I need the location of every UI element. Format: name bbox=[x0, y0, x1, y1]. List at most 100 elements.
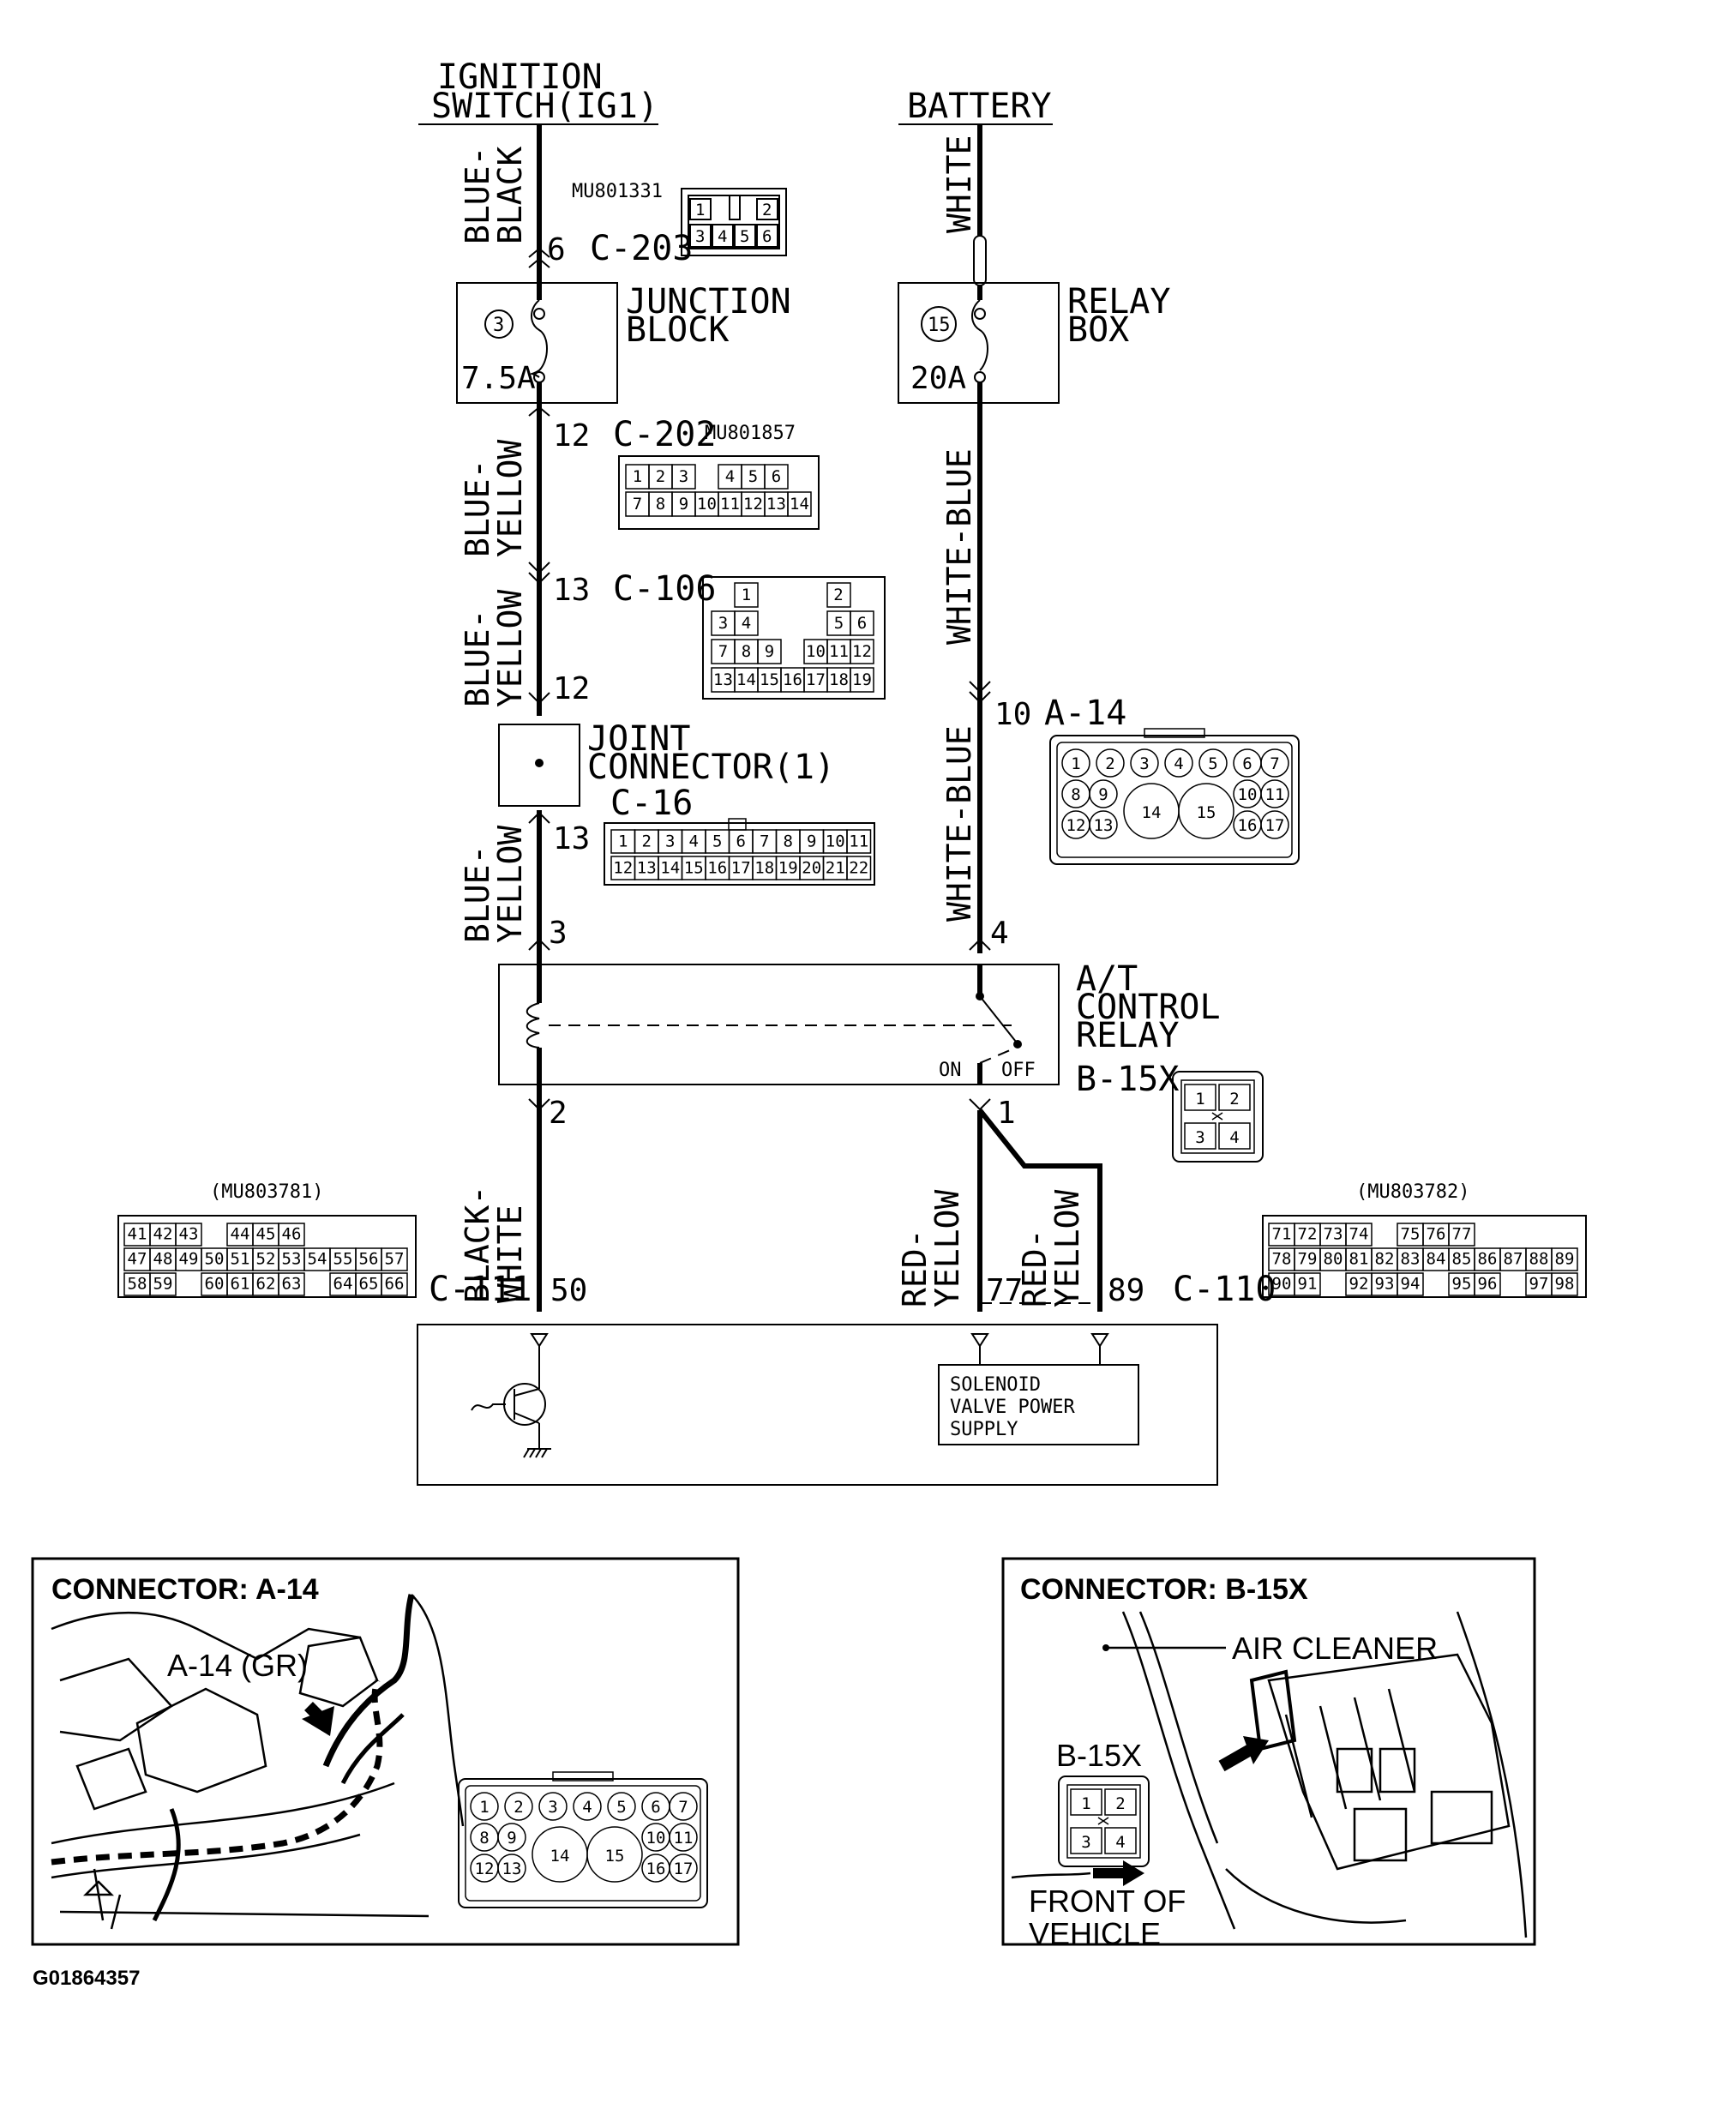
svg-text:YELLOW: YELLOW bbox=[928, 1190, 966, 1307]
connector-cell-label: 8 bbox=[784, 832, 793, 850]
connector-cell-label: 3 bbox=[1195, 1128, 1204, 1147]
svg-text:YELLOW: YELLOW bbox=[1048, 1190, 1086, 1307]
connector-cell-label: 6 bbox=[1242, 754, 1252, 773]
connector-cell-label: 94 bbox=[1401, 1275, 1421, 1294]
connector-cell-label: 12 bbox=[852, 642, 872, 661]
transistor-symbol bbox=[503, 1383, 546, 1426]
connector-cell-label: 13 bbox=[766, 495, 786, 514]
connector-cell-label: 4 bbox=[1115, 1833, 1125, 1852]
relay-on-label: ON bbox=[939, 1060, 962, 1081]
pin-2: 2 bbox=[549, 1096, 568, 1131]
relay-box-label-1: RELAY bbox=[1067, 282, 1170, 321]
connector-cell-label: 45 bbox=[256, 1225, 276, 1244]
c106-chevron bbox=[528, 562, 550, 585]
junction-fuse bbox=[531, 299, 548, 378]
svg-text:WHITE-BLUE: WHITE-BLUE bbox=[940, 448, 978, 645]
connector-cell-label: 47 bbox=[128, 1250, 147, 1269]
relay-fuse-number-circle bbox=[921, 306, 957, 342]
a14-id: A-14 bbox=[1044, 694, 1126, 733]
connector-cell-label: 13 bbox=[637, 858, 657, 877]
svg-text:3: 3 bbox=[695, 227, 705, 246]
connector-cell-label: 11 bbox=[1265, 785, 1285, 804]
svg-text:YELLOW: YELLOW bbox=[491, 440, 529, 557]
connector-cell-label: 64 bbox=[333, 1275, 353, 1294]
connector-cell-label: 92 bbox=[1349, 1275, 1369, 1294]
connector-cell-label: 3 bbox=[718, 614, 728, 633]
connector-cell-label: 6 bbox=[772, 467, 781, 486]
connector-cell-label: 5 bbox=[1208, 754, 1217, 773]
connector-cell-label: 21 bbox=[826, 858, 845, 877]
junction-block: 3 7.5A JUNCTION BLOCK bbox=[456, 273, 791, 404]
connector-cell-label: 44 bbox=[231, 1225, 250, 1244]
connector-cell-label: 1 bbox=[479, 1798, 489, 1817]
c110-id: C-110 bbox=[1173, 1270, 1276, 1309]
relay-off-contact bbox=[1013, 1040, 1022, 1048]
connector-cell-label: 9 bbox=[679, 495, 688, 514]
connector-cell bbox=[1070, 1827, 1102, 1854]
relay-off-label: OFF bbox=[1001, 1060, 1036, 1081]
label-red-yellow-a: RED- YELLOW bbox=[896, 1190, 966, 1307]
label-black-white: BLACK- WHITE bbox=[459, 1186, 529, 1303]
connector-cell-label: 4 bbox=[689, 832, 699, 850]
connector-cell-label: 7 bbox=[760, 832, 769, 850]
connector-cell-label: 12 bbox=[613, 858, 633, 877]
c203-chevron bbox=[528, 247, 550, 268]
connector-cell-label: 3 bbox=[679, 467, 688, 486]
connector-cell-label: 15 bbox=[760, 670, 779, 689]
connector-cell-label: 59 bbox=[153, 1275, 173, 1294]
at-control-relay: ON OFF A/T CONTROL RELAY bbox=[498, 953, 1221, 1085]
connector-cell-label: 15 bbox=[684, 858, 704, 877]
connector-cell-label: 2 bbox=[1115, 1794, 1125, 1813]
svg-text:BLUE-: BLUE- bbox=[459, 610, 496, 707]
connector-cell-label: 89 bbox=[1555, 1250, 1575, 1269]
connector-cell-label: 55 bbox=[333, 1250, 353, 1269]
connector-cell-label: 97 bbox=[1529, 1275, 1549, 1294]
pin-12a: 12 bbox=[553, 418, 590, 454]
connector-cell-label: 57 bbox=[385, 1250, 405, 1269]
connector-cell-label: 95 bbox=[1452, 1275, 1472, 1294]
connector-cell bbox=[1218, 1084, 1251, 1111]
at-relay-label-2: CONTROL bbox=[1076, 988, 1221, 1027]
connector-cell-label: 52 bbox=[256, 1250, 276, 1269]
c106-id: C-106 bbox=[613, 569, 716, 609]
panel-b15x-title: CONNECTOR: B-15X bbox=[1020, 1573, 1308, 1606]
svg-text:BLUE-: BLUE- bbox=[459, 845, 496, 943]
connector-cell-label: 53 bbox=[282, 1250, 302, 1269]
panel-a14-title: CONNECTOR: A-14 bbox=[51, 1573, 319, 1606]
connector-cell bbox=[846, 829, 872, 854]
connector-pin bbox=[1130, 748, 1159, 778]
label-white-blue-a: WHITE-BLUE bbox=[940, 448, 978, 645]
connector-cell bbox=[175, 1223, 202, 1247]
connector-cell bbox=[1551, 1247, 1578, 1271]
connector-cell-label: 56 bbox=[359, 1250, 379, 1269]
connector-cell bbox=[278, 1223, 305, 1247]
connector-cell-label: 3 bbox=[1081, 1833, 1090, 1852]
connector-cell-label: 43 bbox=[179, 1225, 199, 1244]
connector-cell-label: 13 bbox=[1094, 816, 1114, 835]
connector-cell-label: 10 bbox=[1238, 785, 1258, 804]
connector-pin bbox=[1260, 779, 1289, 808]
connector-cell bbox=[1184, 1122, 1216, 1150]
connector-cell-label: 19 bbox=[778, 858, 798, 877]
air-cleaner-label: AIR CLEANER bbox=[1232, 1631, 1438, 1666]
connector-cell-label: 83 bbox=[1401, 1250, 1421, 1269]
connector-cell-label: 17 bbox=[806, 670, 826, 689]
connector-cell-label: 20 bbox=[802, 858, 821, 877]
connector-cell-label: 73 bbox=[1324, 1225, 1343, 1244]
connector-cell-label: 8 bbox=[742, 642, 751, 661]
connector-cell-label: 1 bbox=[1071, 754, 1080, 773]
connector-cell-label: 85 bbox=[1452, 1250, 1472, 1269]
connector-cell-label: 13 bbox=[502, 1860, 522, 1878]
connector-pin bbox=[1260, 748, 1289, 778]
joint-connector-box bbox=[498, 724, 580, 807]
connector-cell-label: 15 bbox=[605, 1847, 625, 1866]
front-label-1: FRONT OF bbox=[1029, 1884, 1186, 1919]
connector-cell-label: 17 bbox=[731, 858, 751, 877]
